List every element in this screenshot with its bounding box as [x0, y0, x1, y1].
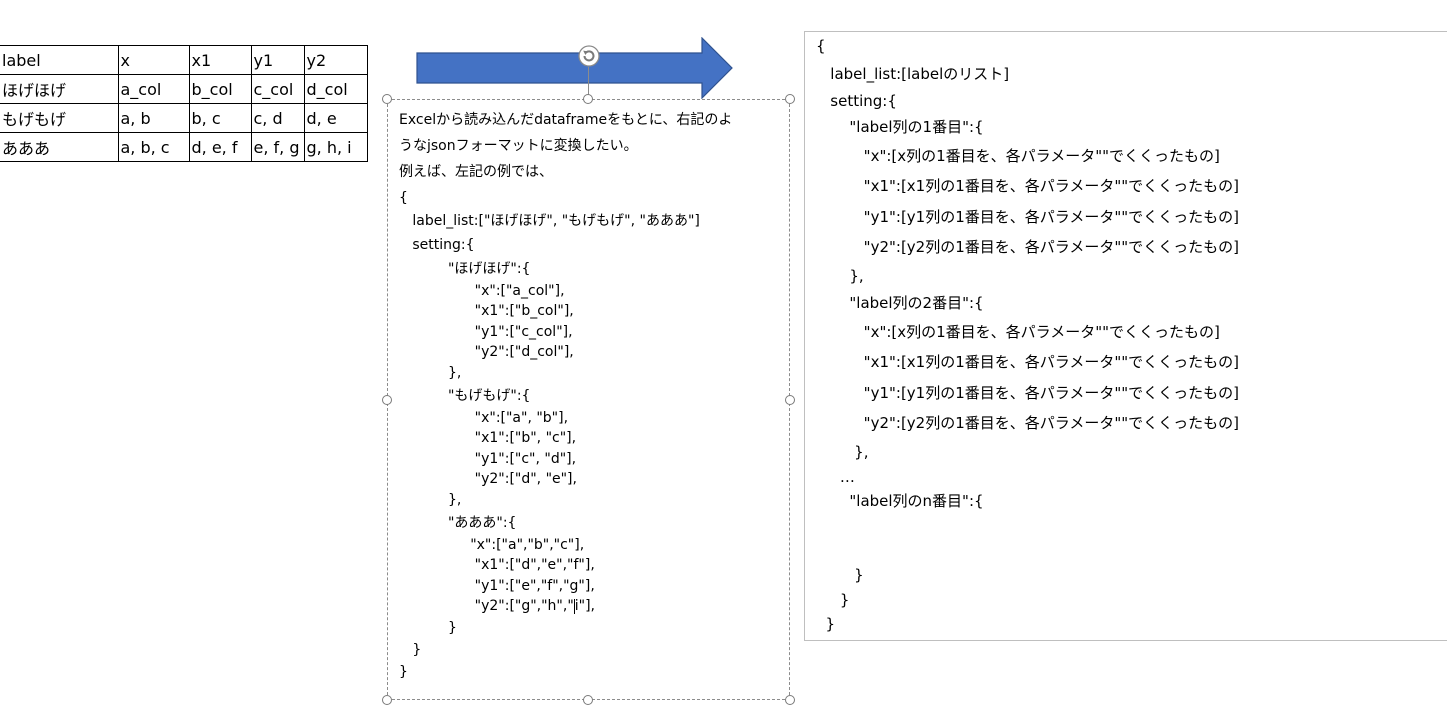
format-line: "y1":[y1列の1番目を、各パラメータ""でくくったもの]	[816, 207, 1239, 226]
format-line: setting:{	[816, 92, 897, 111]
table-cell[interactable]: ほげほげ	[0, 74, 119, 104]
json-line: "x1":["b_col"],	[399, 303, 574, 320]
text-box-content[interactable]: Excelから読み込んだdataframeをもとに、右記のよ うなjsonフォー…	[399, 107, 784, 683]
header-cell-label[interactable]: label	[0, 45, 119, 75]
table-cell[interactable]: d, e, f	[188, 132, 252, 162]
resize-handle-top-right[interactable]	[785, 94, 795, 104]
table-row: ほげほげ a_col b_col c_col d_col	[0, 74, 368, 104]
text-cursor-caret	[573, 598, 575, 614]
header-cell-y2[interactable]: y2	[303, 45, 368, 75]
header-cell-y1[interactable]: y1	[250, 45, 305, 75]
table-cell[interactable]: c_col	[250, 74, 305, 104]
table-cell[interactable]: a_col	[117, 74, 190, 104]
json-line: "x":["a", "b"],	[399, 409, 569, 426]
json-line-with-caret: "y2":["g","h","i"],	[399, 596, 784, 617]
rotate-connector-line	[588, 67, 589, 99]
json-line: "ほげほげ":{	[399, 260, 531, 277]
resize-handle-bottom[interactable]	[583, 695, 593, 705]
table-row: あああ a, b, c d, e, f e, f, g g, h, i	[0, 132, 368, 162]
resize-handle-top-left[interactable]	[382, 94, 392, 104]
json-line: "y1":["e","f","g"],	[399, 577, 595, 594]
format-line: }	[816, 590, 850, 609]
format-line: …	[816, 467, 855, 486]
format-line: {	[816, 37, 826, 55]
table-cell[interactable]: もげもげ	[0, 103, 119, 133]
json-line: "x1":["d","e","f"],	[399, 557, 595, 574]
json-line: {	[399, 190, 408, 206]
table-cell[interactable]: あああ	[0, 132, 119, 162]
json-line: "y1":["c_col"],	[399, 323, 573, 340]
json-line: },	[399, 491, 462, 508]
format-line: }	[816, 615, 836, 634]
table-cell[interactable]: b_col	[188, 74, 252, 104]
format-line: "y1":[y1列の1番目を、各パラメータ""でくくったもの]	[816, 383, 1239, 402]
format-line: "x1":[x1列の1番目を、各パラメータ""でくくったもの]	[816, 353, 1239, 372]
json-line: "あああ":{	[399, 514, 517, 531]
right-arrow-shape[interactable]	[416, 37, 734, 99]
json-line: "y2":["d_col"],	[399, 344, 574, 361]
json-line: "x1":["b", "c"],	[399, 430, 577, 447]
json-line: "もげもげ":{	[399, 387, 531, 404]
resize-handle-bottom-left[interactable]	[382, 695, 392, 705]
table-cell[interactable]: g, h, i	[303, 132, 368, 162]
json-line: setting:{	[399, 236, 475, 253]
format-line-blank	[816, 538, 1239, 563]
resize-handle-bottom-right[interactable]	[785, 695, 795, 705]
description-text: 例えば、左記の例では、	[399, 164, 553, 180]
format-line: },	[816, 442, 869, 461]
header-cell-x[interactable]: x	[117, 45, 190, 75]
json-line: "y2":["d", "e"],	[399, 471, 577, 488]
json-line: label_list:["ほげほげ", "もげもげ", "あああ"]	[399, 212, 700, 229]
format-line: "x":[x列の1番目を、各パラメータ""でくくったもの]	[816, 146, 1220, 165]
resize-handle-top[interactable]	[583, 94, 593, 104]
json-line: "x":["a_col"],	[399, 282, 565, 299]
description-text: Excelから読み込んだdataframeをもとに、右記のよ	[399, 112, 733, 128]
format-line: }	[816, 566, 864, 585]
json-line-text: "y2":["g","h","	[399, 598, 574, 615]
json-line: }	[399, 619, 457, 636]
resize-handle-right[interactable]	[785, 395, 795, 405]
right-arrow-icon	[416, 37, 733, 99]
json-format-content[interactable]: { label_list:[labelのリスト] setting:{ "labe…	[816, 34, 1239, 637]
json-line-text: i"],	[574, 598, 596, 615]
json-line: "x":["a","b","c"],	[399, 536, 585, 553]
rotate-handle-icon[interactable]	[577, 44, 601, 68]
table-cell[interactable]: d_col	[303, 74, 368, 104]
format-line: "x":[x列の1番目を、各パラメータ""でくくったもの]	[816, 322, 1220, 341]
table-cell[interactable]: a, b, c	[117, 132, 190, 162]
format-line: label_list:[labelのリスト]	[816, 64, 1010, 83]
format-line: },	[816, 266, 864, 285]
json-line: }	[399, 641, 422, 658]
table-cell[interactable]: e, f, g	[250, 132, 305, 162]
format-line: "y2":[y2列の1番目を、各パラメータ""でくくったもの]	[816, 238, 1239, 257]
table-cell[interactable]: b, c	[188, 103, 252, 133]
json-line: }	[399, 663, 408, 680]
format-line: "x1":[x1列の1番目を、各パラメータ""でくくったもの]	[816, 177, 1239, 196]
format-line: "y2":[y2列の1番目を、各パラメータ""でくくったもの]	[816, 414, 1239, 433]
table-cell[interactable]: c, d	[250, 103, 305, 133]
format-line: "label列の2番目":{	[816, 293, 984, 312]
header-cell-x1[interactable]: x1	[188, 45, 252, 75]
json-line: "y1":["c", "d"],	[399, 450, 577, 467]
spreadsheet-table: label x x1 y1 y2 ほげほげ a_col b_col c_col …	[0, 45, 368, 162]
table-cell[interactable]: a, b	[117, 103, 190, 133]
format-line: "label列の1番目":{	[816, 117, 984, 136]
resize-handle-left[interactable]	[382, 395, 392, 405]
format-line-blank	[816, 514, 1239, 539]
json-line: },	[399, 364, 462, 381]
table-row: もげもげ a, b b, c c, d d, e	[0, 103, 368, 133]
json-format-text-box[interactable]	[804, 31, 1447, 641]
table-cell[interactable]: d, e	[303, 103, 368, 133]
table-header-row: label x x1 y1 y2	[0, 45, 368, 75]
format-line: "label列のn番目":{	[816, 492, 984, 511]
description-text: うなjsonフォーマットに変換したい。	[399, 138, 638, 154]
